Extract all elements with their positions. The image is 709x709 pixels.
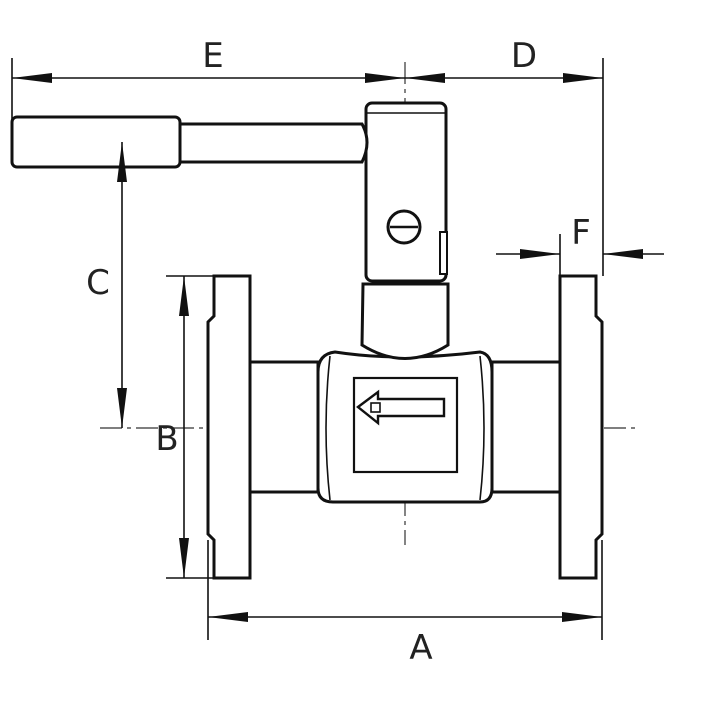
arrow-d-right: [563, 73, 603, 83]
label-e: E: [202, 36, 223, 76]
handle-grip: [10, 115, 182, 169]
left-pipe-stub: [248, 360, 320, 494]
left-flange: [206, 274, 252, 580]
label-d: D: [511, 36, 537, 76]
label-a: A: [409, 628, 432, 668]
valve-body: [316, 350, 494, 504]
label-b: B: [155, 419, 178, 459]
arrow-b-bottom: [179, 538, 189, 578]
arrow-b-top: [179, 276, 189, 316]
left-weld-ring: [325, 355, 331, 501]
arrow-a-right: [562, 612, 602, 622]
flow-arrow-icon: [356, 389, 446, 426]
right-pipe-stub: [490, 360, 562, 494]
arrow-e-left: [12, 73, 52, 83]
nameplate: [352, 376, 459, 474]
label-c: C: [86, 263, 110, 303]
arrow-e-right: [365, 73, 405, 83]
right-weld-ring: [479, 355, 485, 501]
handle-rod: [178, 122, 369, 164]
label-f: F: [571, 213, 591, 253]
side-clip: [439, 231, 448, 275]
arrow-f-right: [603, 249, 643, 259]
right-flange: [558, 274, 604, 580]
bonnet-neck: [360, 282, 450, 360]
arrow-c-top: [117, 142, 127, 182]
spindle-housing: [364, 101, 448, 283]
lock-hole-icon: [386, 209, 422, 245]
arrow-c-bottom: [117, 388, 127, 428]
arrow-d-left: [405, 73, 445, 83]
arrow-a-left: [208, 612, 248, 622]
arrow-f-left: [520, 249, 560, 259]
